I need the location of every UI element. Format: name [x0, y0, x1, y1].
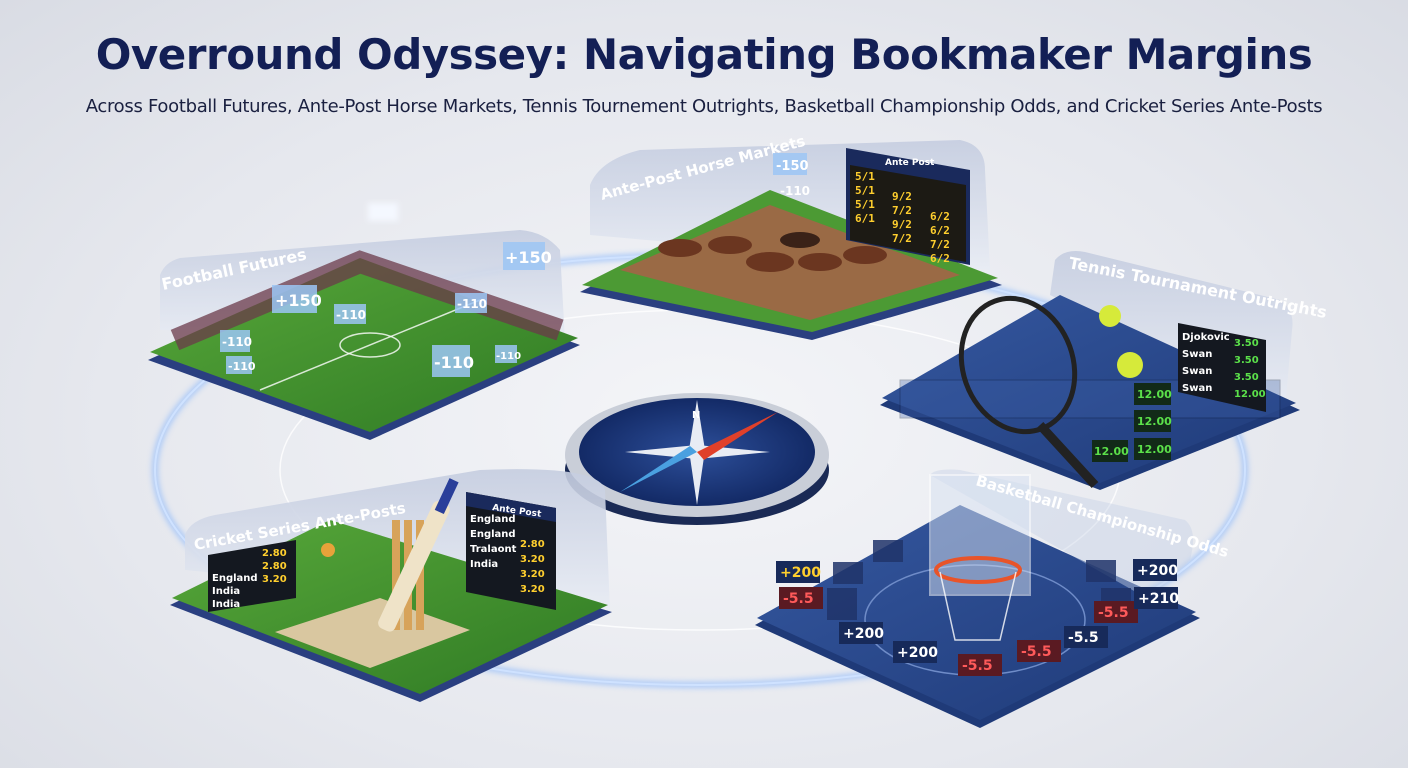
basketball-odds-tag	[1064, 626, 1108, 648]
basketball-odds-tag	[1094, 601, 1138, 623]
page-subtitle: Across Football Futures, Ante-Post Horse…	[85, 96, 1323, 117]
football-odds: -110	[434, 353, 474, 372]
horse-board-odds: 9/2	[892, 218, 912, 231]
horse-floating-odds: -150	[776, 159, 809, 174]
cricket-team-name: India	[212, 599, 240, 610]
football-odds: +150	[275, 291, 322, 310]
cricket-ante-posts-panel: Cricket Series Ante-Posts 2.80England2.8…	[170, 469, 612, 702]
cricket-team-name: Tralaont	[470, 544, 517, 555]
tennis-player-odds: 3.50	[1234, 338, 1259, 349]
basketball-odds: -5.5	[1068, 630, 1099, 646]
cricket-bat-icon	[378, 478, 459, 632]
basketball-odds: +210	[1138, 591, 1179, 607]
basketball-odds: -5.5	[783, 591, 814, 607]
football-futures-panel: Football Futures +150 +150 -110 -110 -11…	[148, 203, 580, 440]
basketball-odds-tag	[893, 641, 937, 663]
tennis-ball-icon	[1099, 305, 1121, 327]
cricket-team-name: England	[470, 529, 516, 540]
cricket-stump	[392, 520, 400, 630]
horse-markets-panel: Ante-Post Horse Markets -150 -110 Ante P…	[580, 132, 1002, 340]
horse-board-odds: 6/2	[930, 210, 950, 223]
basketball-odds: +200	[1137, 563, 1178, 579]
basketball-odds-tag	[776, 561, 820, 583]
tennis-ball-icon	[1117, 352, 1143, 378]
basketball-odds: -5.5	[1098, 605, 1129, 621]
football-odds: -110	[222, 335, 252, 349]
svg-text:12.00: 12.00	[1137, 415, 1172, 428]
cricket-team-odds: 2.80	[262, 561, 287, 572]
cricket-team-odds: 2.80	[262, 548, 287, 559]
horse-board-odds: 5/1	[855, 198, 875, 211]
basketball-odds-tag	[1134, 587, 1178, 609]
horse-board-odds: 6/2	[930, 224, 950, 237]
basketball-odds: +200	[843, 626, 884, 642]
basketball-odds: -5.5	[962, 658, 993, 674]
cricket-ball-icon	[321, 543, 335, 557]
cricket-team-name: India	[212, 586, 240, 597]
tennis-racket-icon	[958, 295, 1099, 489]
tennis-player-odds: 3.50	[1234, 355, 1259, 366]
svg-text:N: N	[692, 410, 700, 421]
horse-board-odds: 7/2	[930, 238, 950, 251]
basketball-hoop-icon	[934, 556, 1022, 584]
basketball-odds-panel: Basketball Championship Odds +200-5.5+20…	[755, 469, 1231, 728]
cricket-team-name: England	[470, 514, 516, 525]
cricket-team-odds: 3.20	[520, 569, 545, 580]
page-title: Overround Odyssey: Navigating Bookmaker …	[95, 30, 1313, 79]
horse-board-odds: 5/1	[855, 184, 875, 197]
tennis-outrights-panel: Tennis Tournament Outrights Djokovic3.50…	[880, 251, 1328, 490]
cricket-team-odds: 3.20	[262, 574, 287, 585]
cricket-team-odds: 3.20	[520, 584, 545, 595]
football-odds: -110	[457, 297, 487, 311]
tennis-player-name: Djokovic	[1182, 332, 1230, 343]
team-logos	[827, 540, 1131, 620]
basketball-odds: +200	[780, 565, 821, 581]
tennis-player-name: Swan	[1182, 349, 1212, 360]
cricket-team-odds: 3.20	[520, 554, 545, 565]
basketball-odds: -5.5	[1021, 644, 1052, 660]
football-odds: -110	[496, 351, 521, 362]
tennis-player-odds: 12.00	[1234, 389, 1266, 400]
football-odds: +150	[505, 248, 552, 267]
horse-board-odds: 6/1	[855, 212, 875, 225]
tennis-player-odds: 3.50	[1234, 372, 1259, 383]
football-odds: -110	[336, 308, 366, 322]
football-odds-tags	[220, 242, 545, 377]
cricket-right-board: Ante Post EnglandEngland2.80Tralaont3.20…	[466, 492, 556, 610]
cricket-team-name: England	[212, 573, 258, 584]
svg-text:12.00: 12.00	[1137, 388, 1172, 401]
tennis-floating-odds: 12.00 12.00 12.00 12.00	[1092, 383, 1172, 462]
basketball-odds-tag	[839, 622, 883, 644]
horse-board-odds: 5/1	[855, 170, 875, 183]
svg-text:Ante Post: Ante Post	[885, 158, 935, 168]
basketball-odds-tag	[779, 587, 823, 609]
svg-text:12.00: 12.00	[1137, 443, 1172, 456]
tennis-player-name: Swan	[1182, 366, 1212, 377]
horse-board-odds: 7/2	[892, 232, 912, 245]
basketball-odds-tag	[1133, 559, 1177, 581]
cricket-team-odds: 2.80	[520, 539, 545, 550]
tennis-player-name: Swan	[1182, 383, 1212, 394]
horse-floating-odds: -110	[780, 184, 810, 198]
compass-icon: N	[565, 393, 829, 525]
cricket-team-name: India	[470, 559, 498, 570]
horse-board-odds: 7/2	[892, 204, 912, 217]
horses	[658, 232, 887, 272]
football-odds: -110	[228, 360, 256, 373]
svg-text:12.00: 12.00	[1094, 445, 1129, 458]
basketball-odds-tag	[1017, 640, 1061, 662]
horse-board-odds: 9/2	[892, 190, 912, 203]
horse-board-odds: 6/2	[930, 252, 950, 265]
basketball-odds-tag	[958, 654, 1002, 676]
basketball-odds: +200	[897, 645, 938, 661]
